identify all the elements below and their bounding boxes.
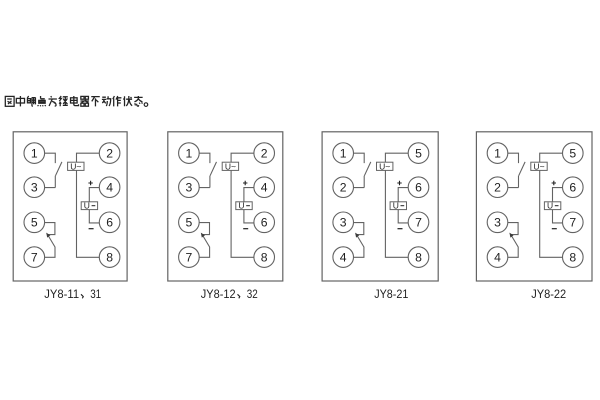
- svg-text:U~: U~: [533, 161, 544, 171]
- svg-text:U~: U~: [70, 161, 81, 171]
- svg-text:4: 4: [340, 250, 347, 264]
- svg-text:8: 8: [415, 250, 422, 264]
- svg-text:7: 7: [186, 250, 193, 264]
- svg-text:3: 3: [31, 180, 38, 194]
- svg-text:4: 4: [494, 250, 501, 264]
- svg-text:U: U: [238, 201, 244, 211]
- svg-text:8: 8: [261, 250, 268, 264]
- svg-text:JY8-21: JY8-21: [374, 287, 408, 301]
- svg-text:32: 32: [247, 287, 258, 301]
- svg-text:JY8-22: JY8-22: [531, 287, 566, 301]
- svg-text:2: 2: [106, 146, 113, 160]
- svg-text:JY8-12: JY8-12: [201, 287, 236, 301]
- svg-text:8: 8: [106, 250, 113, 264]
- svg-text:2: 2: [494, 180, 501, 194]
- svg-text:5: 5: [186, 216, 193, 230]
- svg-text:6: 6: [415, 180, 422, 194]
- svg-text:4: 4: [106, 180, 113, 194]
- svg-text:U: U: [84, 201, 90, 211]
- svg-text:3: 3: [494, 216, 501, 230]
- svg-text:1: 1: [186, 146, 193, 160]
- svg-text:U: U: [547, 201, 553, 211]
- svg-text:U: U: [393, 201, 399, 211]
- svg-text:6: 6: [106, 216, 113, 230]
- svg-text:1: 1: [340, 146, 347, 160]
- svg-text:5: 5: [415, 146, 422, 160]
- svg-text:2: 2: [340, 180, 347, 194]
- svg-text:U~: U~: [379, 161, 390, 171]
- svg-text:3: 3: [340, 216, 347, 230]
- svg-text:3: 3: [186, 180, 193, 194]
- svg-text:7: 7: [31, 250, 38, 264]
- svg-text:JY8-11: JY8-11: [44, 287, 79, 301]
- svg-text:1: 1: [494, 146, 501, 160]
- svg-text:7: 7: [569, 216, 576, 230]
- svg-text:6: 6: [261, 216, 268, 230]
- svg-text:7: 7: [415, 216, 422, 230]
- svg-text:6: 6: [569, 180, 576, 194]
- svg-text:31: 31: [90, 287, 101, 301]
- svg-text:5: 5: [31, 216, 38, 230]
- svg-text:4: 4: [261, 180, 268, 194]
- svg-text:U~: U~: [225, 161, 236, 171]
- svg-text:2: 2: [261, 146, 268, 160]
- svg-text:8: 8: [569, 250, 576, 264]
- svg-text:1: 1: [31, 146, 38, 160]
- svg-text:5: 5: [569, 146, 576, 160]
